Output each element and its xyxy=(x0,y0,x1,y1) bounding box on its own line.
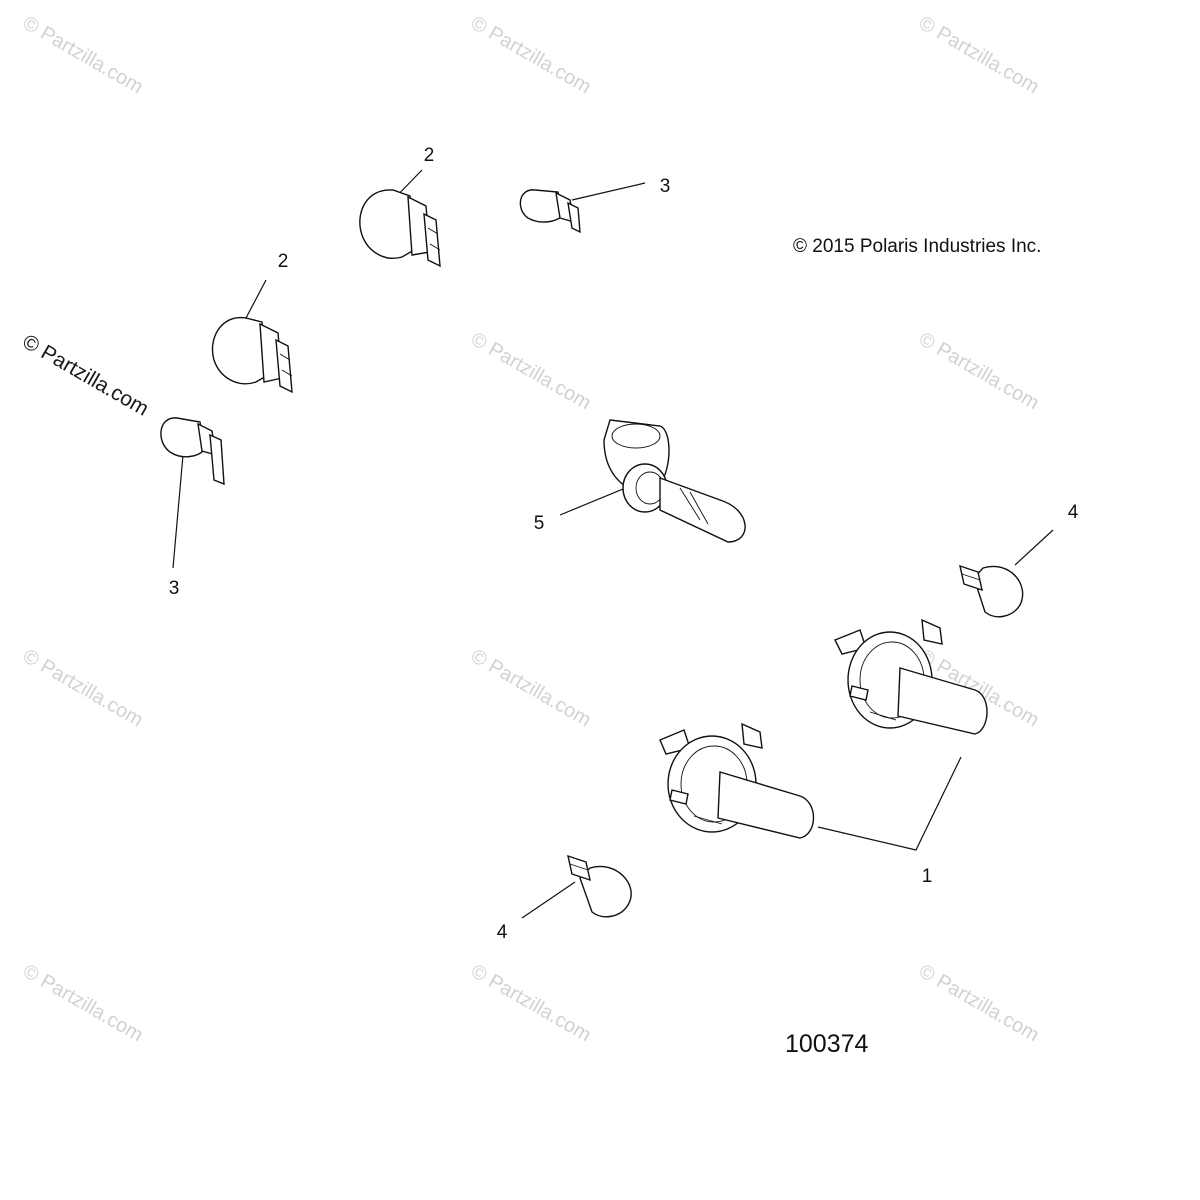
wedge-bulb-amber-icon xyxy=(959,564,1024,618)
leader-line-4b xyxy=(521,881,576,919)
drawing-number: 100374 xyxy=(785,1030,869,1058)
callout-2-upper: 2 xyxy=(423,145,435,166)
callout-3-upper: 3 xyxy=(659,176,671,197)
wedge-bulb-amber-icon xyxy=(567,854,632,918)
leader-line-2b xyxy=(245,279,267,319)
callout-1: 1 xyxy=(921,866,933,887)
wedge-bulb-large-icon xyxy=(359,189,441,268)
wedge-bulb-small-icon xyxy=(160,417,225,486)
callout-5: 5 xyxy=(533,513,545,534)
h9-headlight-bulb-icon xyxy=(603,419,746,543)
copyright-notice: © 2015 Polaris Industries Inc. xyxy=(793,236,1042,257)
h4-headlight-bulb-icon xyxy=(834,618,988,735)
leader-line-4a xyxy=(1014,529,1054,566)
callout-4-lower: 4 xyxy=(496,922,508,943)
wedge-bulb-large-icon xyxy=(211,317,293,394)
leader-lines xyxy=(172,169,1054,919)
leader-line-3b xyxy=(172,454,184,569)
leader-line-3a xyxy=(571,182,646,201)
callout-2-lower: 2 xyxy=(277,251,289,272)
callout-3-lower: 3 xyxy=(168,578,180,599)
wedge-bulb-small-icon xyxy=(519,189,581,234)
callout-4-right: 4 xyxy=(1067,502,1079,523)
leader-line-1 xyxy=(817,756,962,851)
h4-headlight-bulb-icon xyxy=(659,722,815,839)
